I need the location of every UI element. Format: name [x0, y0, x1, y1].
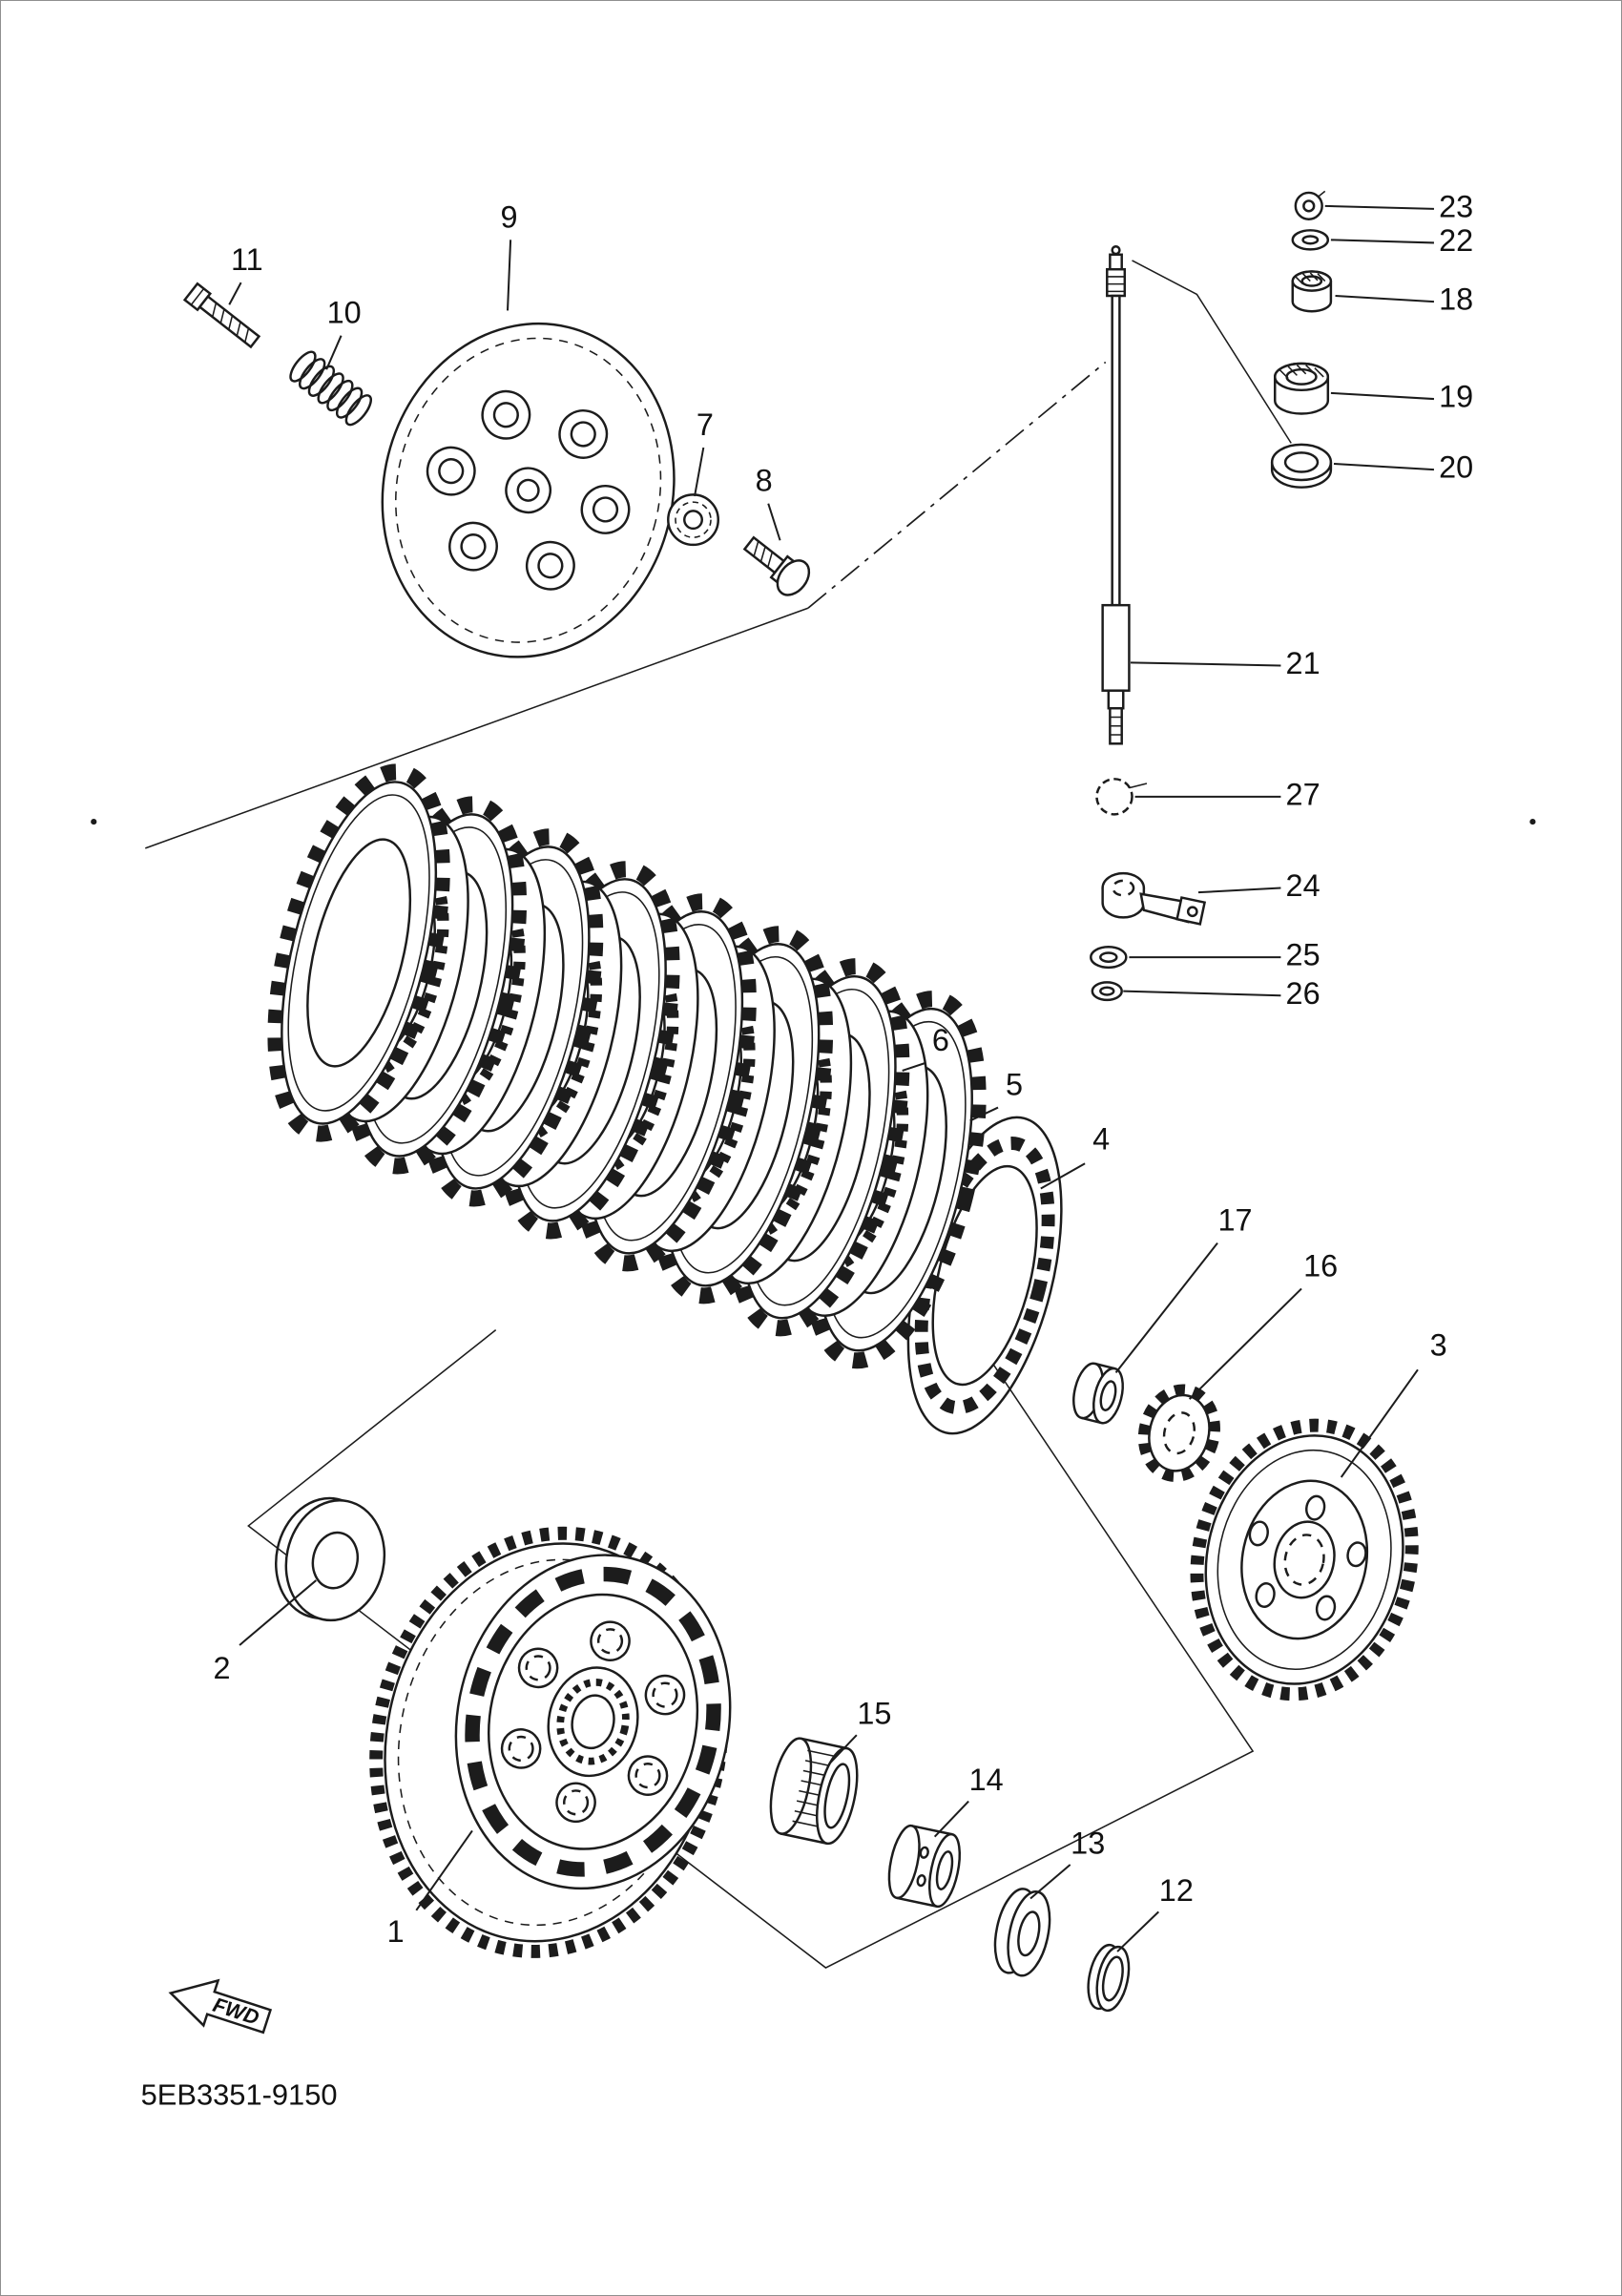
part-label-18: 18 [1439, 282, 1473, 317]
leader-line-9 [507, 240, 512, 311]
leader-line-21 [1130, 661, 1281, 667]
washer-part-7 [667, 493, 719, 547]
part-label-27: 27 [1286, 777, 1320, 811]
construction-lines [91, 260, 1536, 1969]
part-label-5: 5 [1006, 1068, 1023, 1102]
part-label-22: 22 [1439, 223, 1473, 258]
part-label-20: 20 [1439, 450, 1473, 485]
leader-line-15 [827, 1734, 858, 1765]
registration-dot-left [91, 818, 97, 825]
leader-line-22 [1330, 239, 1434, 244]
part-label-10: 10 [327, 296, 362, 330]
push-rod-part-21 [1101, 245, 1131, 745]
leader-line-24 [1197, 887, 1281, 894]
part-label-4: 4 [1092, 1122, 1110, 1157]
part-label-2: 2 [214, 1651, 231, 1685]
leader-line-20 [1333, 462, 1435, 471]
part-label-15: 15 [857, 1697, 891, 1731]
leader-line-10 [325, 335, 343, 370]
seal-ring-part-12 [1087, 1943, 1131, 2013]
part-label-1: 1 [387, 1914, 405, 1949]
thrust-washer-part-2 [274, 1496, 386, 1622]
part-label-6: 6 [932, 1023, 949, 1057]
leader-line-19 [1330, 391, 1435, 401]
clutch-plate-stack [244, 755, 1010, 1377]
part-label-8: 8 [756, 464, 773, 498]
part-labels-layer: 1234567891011121314151617181920212223242… [214, 189, 1473, 1952]
part-label-24: 24 [1286, 868, 1320, 903]
leader-line-11 [228, 282, 242, 305]
part-label-11: 11 [231, 242, 263, 277]
leader-line-13 [1029, 1864, 1071, 1900]
washer-part-26 [1091, 981, 1123, 1002]
part-label-21: 21 [1286, 646, 1320, 680]
registration-dot-right [1529, 818, 1536, 825]
e-clip-part-23 [1294, 190, 1326, 220]
spacer-part-17 [1072, 1362, 1124, 1425]
leader-line-17 [1114, 1242, 1218, 1374]
part-label-19: 19 [1439, 380, 1473, 414]
washer-part-25 [1090, 946, 1128, 970]
pressure-plate-part-9 [381, 322, 676, 658]
diagram-code: 5EB3351-9150 [141, 2078, 338, 2112]
leader-line-6 [902, 1062, 925, 1072]
bearing-part-18 [1291, 270, 1333, 313]
part-label-26: 26 [1286, 976, 1320, 1011]
lock-washer-part-16 [1137, 1384, 1220, 1482]
washer-part-13 [993, 1888, 1051, 1977]
part-label-13: 13 [1071, 1826, 1105, 1860]
part-label-16: 16 [1303, 1248, 1338, 1283]
leader-line-23 [1324, 204, 1434, 210]
clutch-boss-part-3 [1190, 1418, 1419, 1701]
needle-bearing-part-15 [769, 1737, 859, 1846]
leader-line-12 [1116, 1910, 1159, 1952]
bolt-part-11 [182, 282, 261, 349]
leader-line-1 [415, 1829, 473, 1911]
push-lever-part-24 [1101, 871, 1207, 926]
fwd-arrow: FWD [168, 1978, 273, 2035]
part-label-23: 23 [1439, 189, 1473, 223]
leader-line-2 [239, 1579, 317, 1646]
leader-line-8 [767, 503, 781, 541]
leader-line-3 [1340, 1368, 1419, 1478]
clutch-housing-part-1 [369, 1526, 732, 1958]
collar-part-14 [887, 1824, 962, 1909]
part-label-25: 25 [1286, 938, 1320, 972]
part-label-12: 12 [1159, 1873, 1194, 1908]
clip-spring-part-27 [1095, 778, 1148, 816]
leader-line-16 [1189, 1287, 1302, 1400]
leader-line-26 [1123, 990, 1281, 997]
part-label-7: 7 [697, 407, 714, 442]
bearing-part-19 [1274, 362, 1330, 415]
clutch-spring-part-10 [289, 350, 372, 427]
part-label-17: 17 [1218, 1203, 1253, 1238]
washer-part-22 [1291, 229, 1330, 251]
part-label-3: 3 [1430, 1328, 1447, 1363]
leader-line-4 [1040, 1162, 1086, 1190]
oil-seal-part-20 [1270, 443, 1333, 489]
leader-line-5 [969, 1106, 999, 1122]
push-pin-part-8 [742, 535, 811, 596]
leader-line-7 [694, 447, 705, 497]
part-label-9: 9 [501, 199, 518, 234]
part-label-14: 14 [969, 1763, 1004, 1797]
leader-line-18 [1335, 295, 1435, 303]
leader-line-14 [933, 1800, 969, 1838]
